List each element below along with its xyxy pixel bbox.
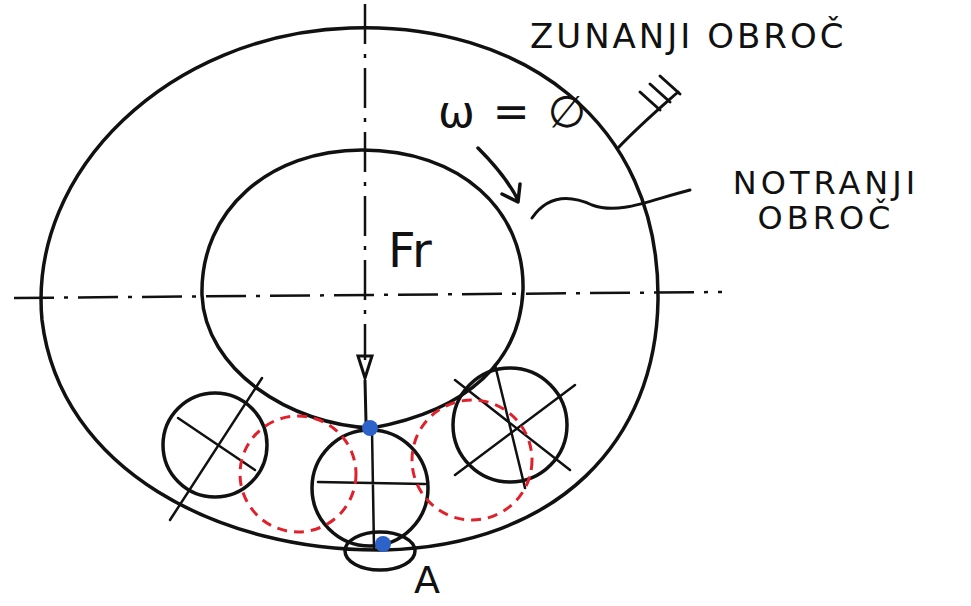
rotation-arrow (478, 148, 520, 202)
center-line (14, 292, 722, 298)
angular-velocity: ω = ∅ (438, 88, 588, 136)
center-line (364, 4, 367, 360)
contact-point (362, 420, 378, 436)
fixed-symbol (640, 76, 680, 110)
contact-circle (345, 532, 415, 570)
force-arrow (358, 356, 372, 422)
ball (163, 393, 267, 497)
ball-axes (170, 365, 575, 548)
ball-position (240, 416, 356, 532)
outer-ring (41, 28, 658, 550)
leader-line (532, 190, 690, 218)
ball (312, 430, 428, 546)
ball-position (412, 400, 532, 520)
inner-ring (202, 150, 523, 428)
part-name: NOTRANJI OBROČ (695, 166, 957, 236)
part-name: ZUNANJI OBROČ (530, 18, 846, 55)
force-label: Fr (388, 224, 432, 277)
point-label: A (414, 560, 440, 602)
contact-point (375, 536, 391, 552)
